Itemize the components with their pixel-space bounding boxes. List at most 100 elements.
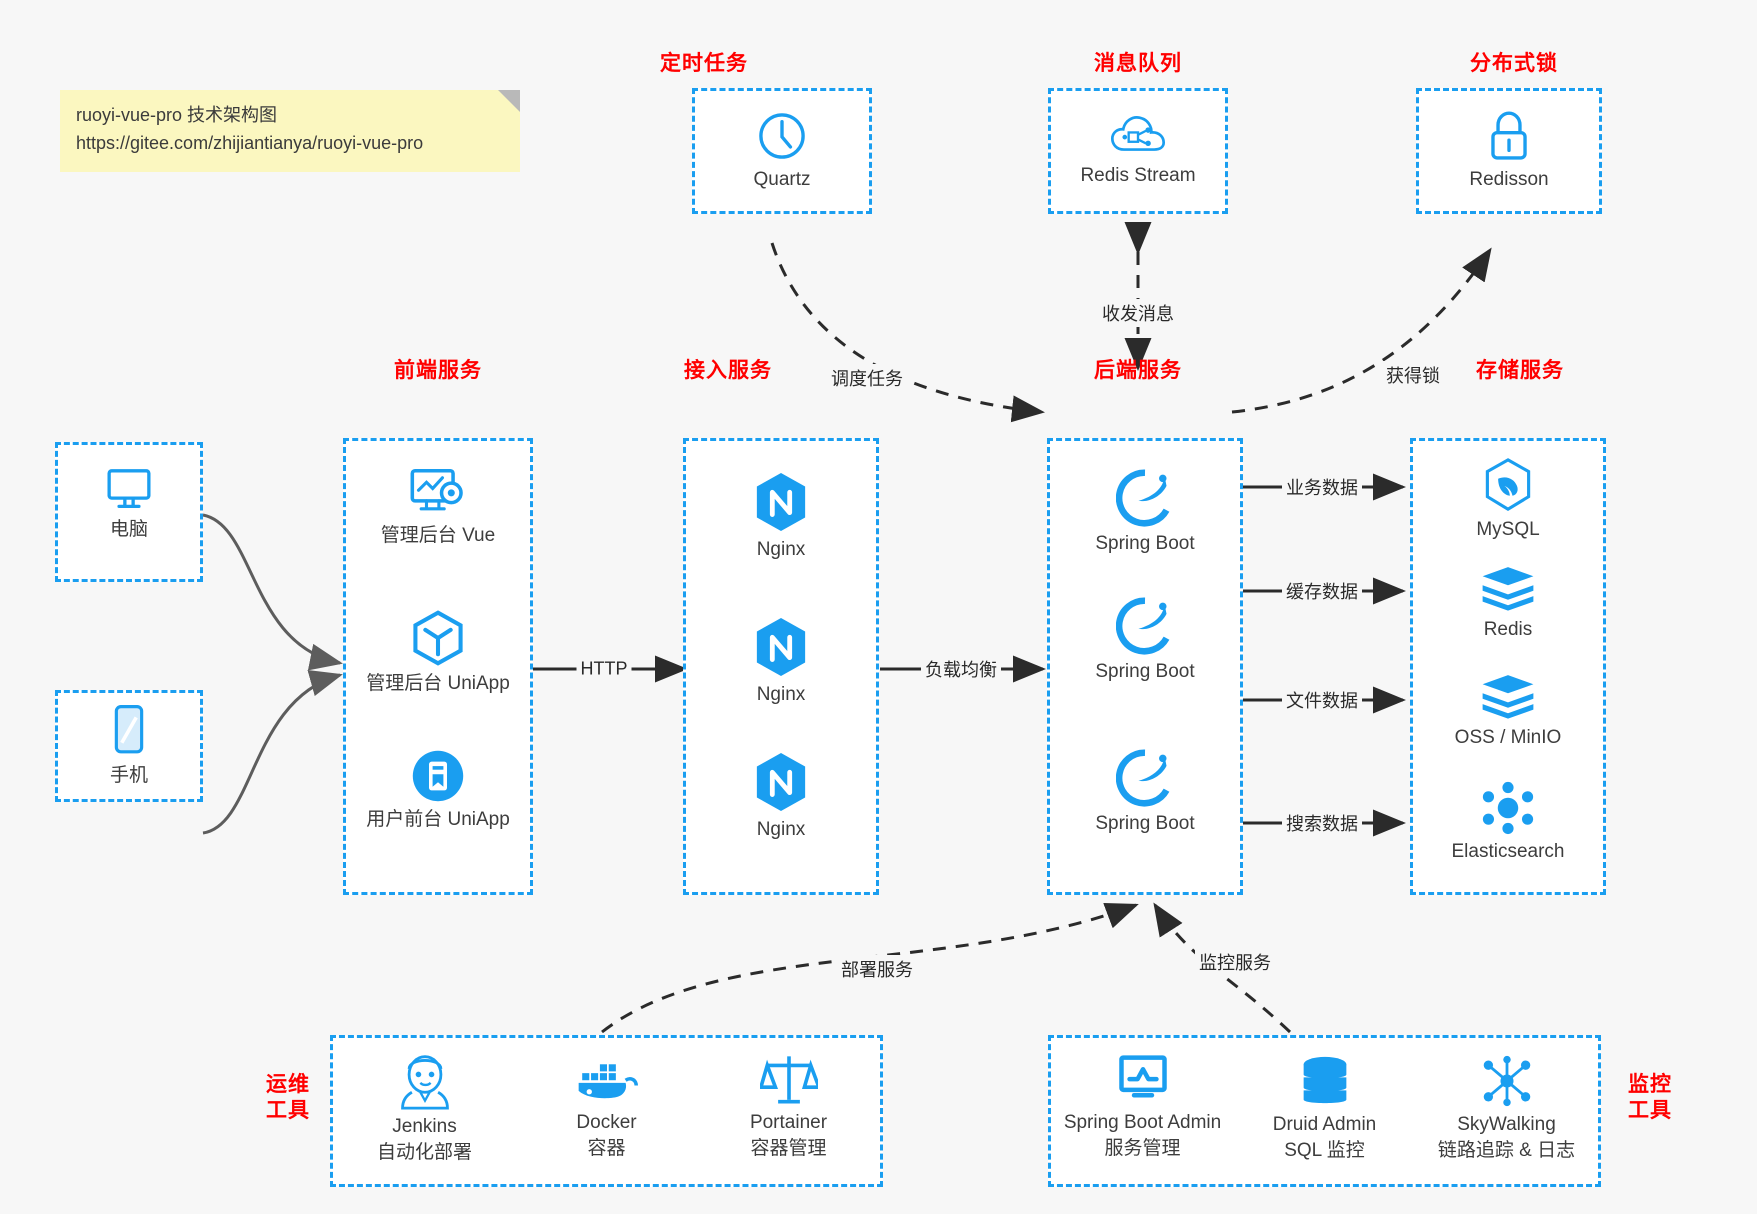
node-portainer[interactable]: Portainer 容器管理 (515, 1052, 1062, 1161)
group-box-gateway: Nginx Nginx Nginx (683, 438, 879, 895)
group-box-lock: Redisson (1416, 88, 1602, 214)
edge-label-cache-data: 缓存数据 (1282, 577, 1362, 605)
group-box-devops: Jenkins 自动化部署 Docker 容器 Porta (330, 1035, 883, 1187)
edge-label-send-receive-msg: 收发消息 (1098, 299, 1178, 327)
node-label: Redisson (1469, 169, 1549, 190)
spring-leaf-icon (1116, 597, 1170, 655)
nginx-icon (756, 473, 806, 531)
node-springboot-2[interactable]: Spring Boot (1050, 597, 1240, 685)
node-druid-admin[interactable]: Druid Admin SQL 监控 (1051, 1056, 1598, 1163)
node-label: Docker (576, 1112, 637, 1133)
group-title-frontend: 前端服务 (394, 359, 482, 382)
group-title-lock: 分布式锁 (1470, 52, 1558, 75)
app-window-icon (412, 750, 464, 802)
node-quartz[interactable]: Quartz (695, 109, 869, 193)
node-admin-uniapp[interactable]: 管理后台 UniApp (346, 609, 530, 697)
node-redis-stream[interactable]: Redis Stream (1051, 109, 1225, 189)
edge-label-file-data: 文件数据 (1282, 686, 1362, 714)
node-oss-minio[interactable]: OSS / MinIO (1413, 671, 1603, 751)
node-spring-boot-admin[interactable]: Spring Boot Admin 服务管理 (869, 1054, 1416, 1161)
group-box-backend: Spring Boot Spring Boot Spring Boot (1047, 438, 1243, 895)
group-title-devops-line1: 运维 (266, 1073, 310, 1096)
node-label: Redis Stream (1080, 165, 1196, 186)
nginx-icon (756, 753, 806, 811)
nginx-icon (756, 618, 806, 676)
spring-leaf-icon (1116, 749, 1170, 807)
edge-label-search-data: 搜索数据 (1282, 809, 1362, 837)
node-label: Quartz (753, 169, 811, 190)
node-label: 用户前台 UniApp (366, 809, 510, 830)
node-desktop[interactable]: 电脑 (58, 465, 200, 543)
node-label: 管理后台 UniApp (366, 673, 510, 694)
node-sublabel: 容器 (587, 1137, 626, 1159)
scales-balance-icon (759, 1056, 818, 1104)
group-title-monitor-line2: 工具 (1628, 1099, 1672, 1123)
redis-stack-icon (1482, 675, 1534, 719)
node-mobile[interactable]: 手机 (58, 703, 200, 789)
node-jenkins[interactable]: Jenkins 自动化部署 (151, 1052, 698, 1165)
node-springboot-1[interactable]: Spring Boot (1050, 469, 1240, 557)
clock-icon (759, 113, 805, 159)
node-springboot-3[interactable]: Spring Boot (1050, 749, 1240, 837)
skywalking-nodes-icon (1483, 1055, 1530, 1107)
node-sublabel: 服务管理 (1104, 1137, 1181, 1159)
group-title-monitor: 监控 工具 (1620, 1072, 1680, 1125)
docker-whale-icon (578, 1064, 638, 1099)
group-title-devops: 运维 工具 (258, 1072, 318, 1125)
node-mysql[interactable]: MySQL (1413, 457, 1603, 543)
edge-label-deploy-service: 部署服务 (837, 955, 917, 983)
node-label: SkyWalking (1457, 1114, 1556, 1135)
desktop-monitor-icon (107, 469, 151, 509)
group-box-scheduled: Quartz (692, 88, 872, 214)
node-label: MySQL (1476, 519, 1540, 540)
node-label: Spring Boot Admin (1063, 1112, 1222, 1133)
node-skywalking[interactable]: SkyWalking 链路追踪 & 日志 (1233, 1054, 1757, 1163)
mysql-dolphin-icon (1485, 458, 1531, 512)
client-box-desktop: 电脑 (55, 442, 203, 582)
mobile-phone-icon (114, 705, 144, 754)
node-elasticsearch[interactable]: Elasticsearch (1413, 781, 1603, 865)
node-admin-vue[interactable]: 管理后台 Vue (346, 465, 530, 549)
edge-mobile-to-frontend (202, 670, 343, 835)
padlock-icon (1491, 111, 1527, 160)
node-nginx-3[interactable]: Nginx (686, 751, 876, 843)
dashboard-settings-icon (410, 468, 463, 511)
group-title-gateway: 接入服务 (684, 359, 772, 382)
node-label: Spring Boot (1095, 813, 1195, 834)
client-box-mobile: 手机 (55, 690, 203, 802)
group-box-mq: Redis Stream (1048, 88, 1228, 214)
node-label: Jenkins (392, 1116, 457, 1137)
group-box-frontend: 管理后台 Vue 管理后台 UniApp 用户前台 UniApp (343, 438, 533, 895)
node-label: Redis (1483, 619, 1533, 640)
node-sublabel: 链路追踪 & 日志 (1437, 1139, 1576, 1161)
node-nginx-2[interactable]: Nginx (686, 616, 876, 708)
jenkins-butler-icon (400, 1055, 449, 1110)
node-user-uniapp[interactable]: 用户前台 UniApp (346, 749, 530, 833)
edge-desktop-to-frontend (202, 513, 343, 671)
node-nginx-1[interactable]: Nginx (686, 471, 876, 563)
note-line-2: https://gitee.com/zhijiantianya/ruoyi-vu… (76, 132, 424, 153)
node-sublabel: 容器管理 (750, 1137, 827, 1159)
node-label: Nginx (756, 684, 806, 705)
group-box-monitor: Spring Boot Admin 服务管理 Druid Admin SQL 监… (1048, 1035, 1601, 1187)
node-label: OSS / MinIO (1454, 727, 1562, 748)
node-sublabel: SQL 监控 (1284, 1139, 1365, 1161)
edge-label-monitor-service: 监控服务 (1195, 948, 1275, 976)
node-label: Nginx (756, 819, 806, 840)
node-label: Spring Boot (1095, 533, 1195, 554)
cloud-stream-icon (1110, 116, 1166, 151)
cube-icon (413, 610, 463, 666)
edge-quartz-to-backend (770, 242, 1045, 423)
edge-label-http: HTTP (576, 657, 632, 681)
note-fold-corner (498, 90, 520, 112)
group-box-storage: MySQL Redis OSS / MinIO (1410, 438, 1606, 895)
edge-label-load-balance: 负载均衡 (921, 655, 1001, 683)
node-label: Elasticsearch (1451, 841, 1565, 862)
elasticsearch-icon (1482, 781, 1534, 835)
sticky-note: ruoyi-vue-pro 技术架构图 https://gitee.com/zh… (60, 90, 520, 172)
node-docker[interactable]: Docker 容器 (333, 1058, 880, 1161)
note-line-1: ruoyi-vue-pro 技术架构图 (76, 105, 278, 125)
node-redisson[interactable]: Redisson (1419, 109, 1599, 193)
node-redis[interactable]: Redis (1413, 563, 1603, 643)
